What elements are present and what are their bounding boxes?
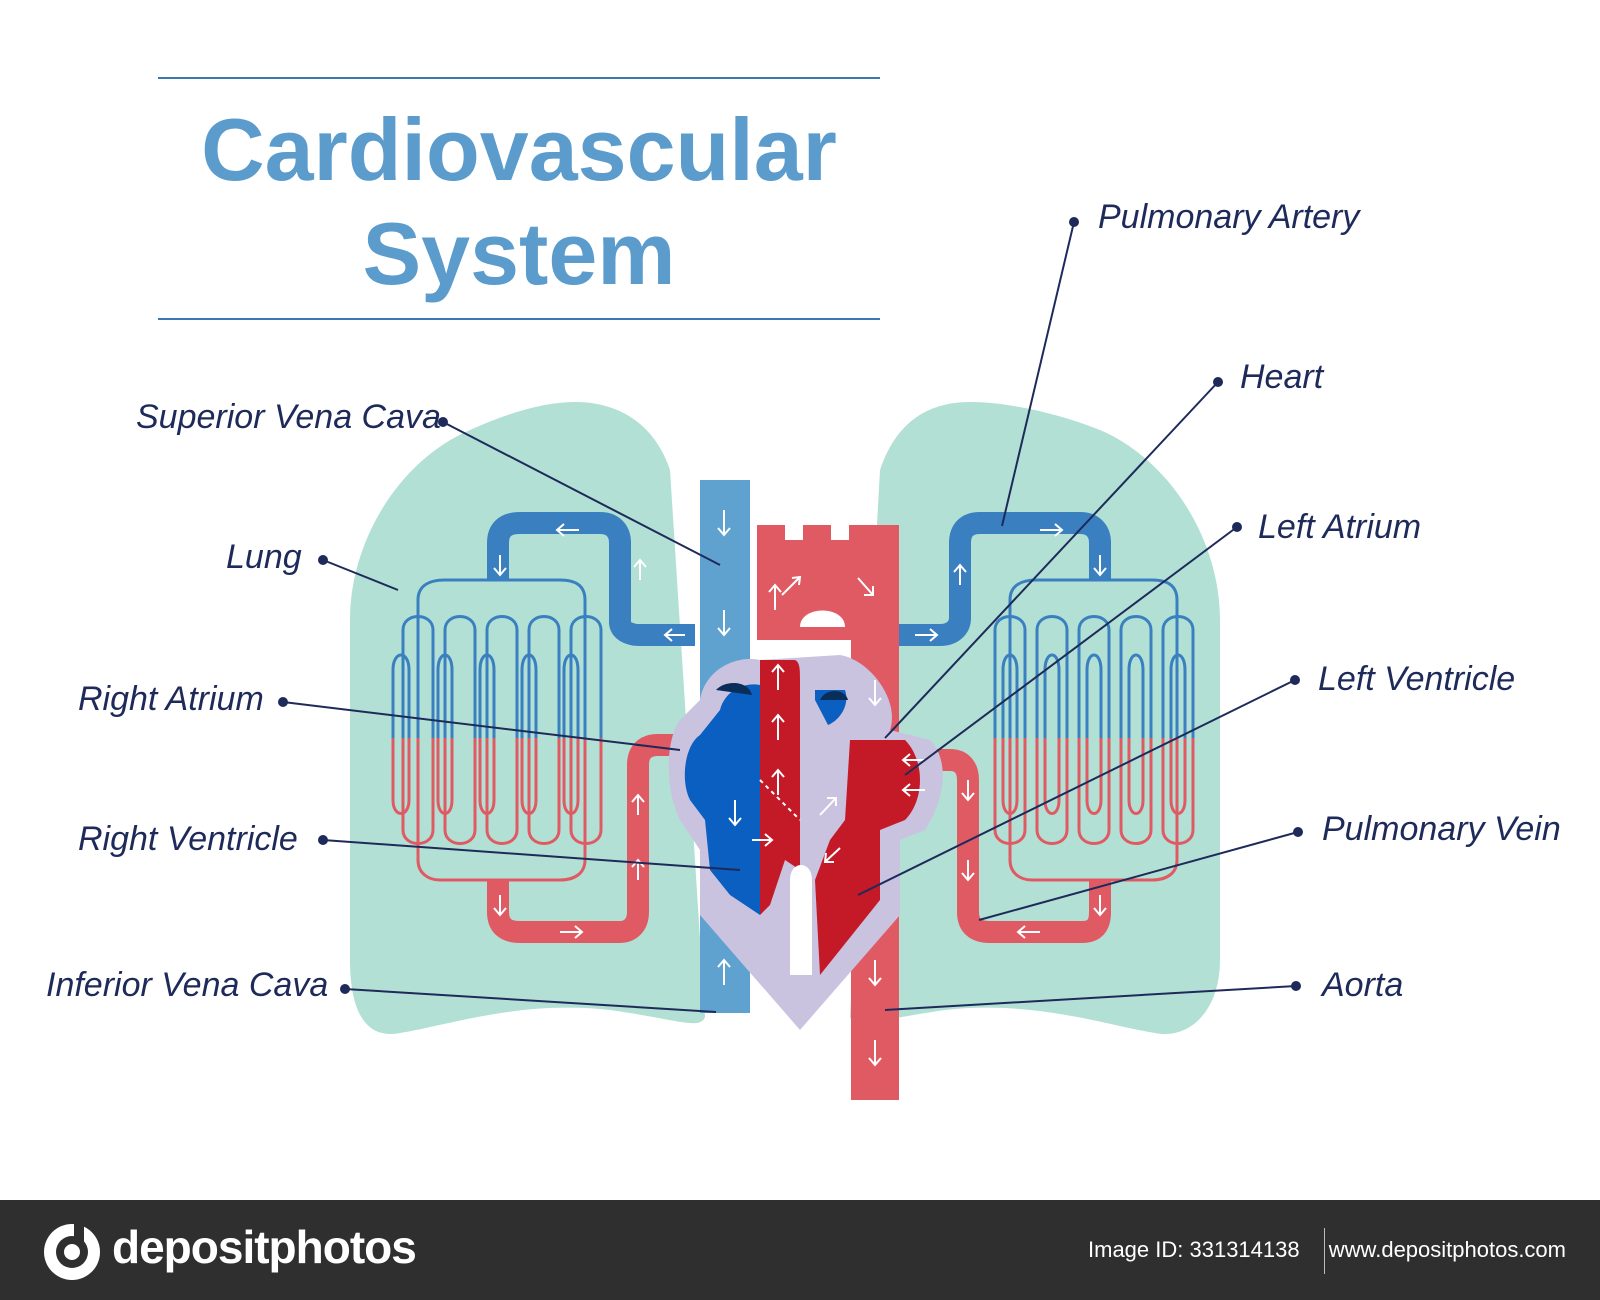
- flow-arrow-icon: [1093, 555, 1107, 577]
- label-lung: Lung: [226, 538, 302, 576]
- flow-arrow-icon: [493, 555, 507, 577]
- footer-divider: [1324, 1228, 1325, 1274]
- label-right-atrium: Right Atrium: [78, 680, 264, 718]
- flow-arrow-icon: [771, 663, 785, 690]
- title-line-1: Cardiovascular: [201, 100, 837, 199]
- flow-arrow-icon: [633, 558, 647, 580]
- heart-graphic: [668, 655, 943, 1030]
- flow-arrow-icon: [717, 510, 731, 537]
- footer-image-id: Image ID: 331314138: [1088, 1237, 1300, 1262]
- flow-arrow-icon: [901, 753, 925, 767]
- label-left-ventricle: Left Ventricle: [1318, 660, 1516, 698]
- label-superior-vena-cava: Superior Vena Cava: [136, 398, 441, 436]
- flow-arrow-icon: [771, 713, 785, 740]
- flow-arrow-icon: [1040, 523, 1064, 537]
- left-lung-capillaries: [391, 578, 603, 882]
- right-lung: [850, 402, 1220, 1035]
- flow-arrow-icon: [901, 783, 925, 797]
- title-line-2: System: [362, 204, 676, 303]
- flow-arrow-icon: [868, 960, 882, 987]
- pulmonary-artery-vessels: [487, 512, 1111, 646]
- flow-arrow-icon: [819, 797, 837, 816]
- flow-arrow-icon: [961, 860, 975, 882]
- flow-arrow-icon: [781, 575, 802, 596]
- label-pulmonary-vein: Pulmonary Vein: [1322, 810, 1561, 848]
- pulmonary-vein-vessels: [487, 734, 1111, 943]
- flow-arrow-icon: [771, 768, 785, 795]
- leader-lines: [278, 217, 1303, 1013]
- title-rule-top: [158, 77, 880, 79]
- flow-arrow-icon: [717, 610, 731, 637]
- flow-arrow-icon: [915, 628, 939, 642]
- label-left-atrium: Left Atrium: [1258, 508, 1422, 546]
- circulation-diagram: [278, 217, 1303, 1100]
- diagram-canvas: Cardiovascular System: [46, 77, 1561, 1100]
- label-heart: Heart: [1240, 358, 1324, 396]
- flow-arrow-icon: [961, 780, 975, 802]
- flow-arrow-icon: [728, 800, 742, 827]
- label-aorta: Aorta: [1322, 966, 1404, 1004]
- footer-brand: depositphotos: [112, 1221, 417, 1273]
- flow-arrow-icon: [868, 1040, 882, 1067]
- flow-arrow-icon: [1016, 925, 1040, 939]
- flow-arrow-icon: [555, 523, 579, 537]
- flow-arrow-icon: [953, 563, 967, 585]
- label-right-ventricle: Right Ventricle: [78, 820, 298, 858]
- flow-arrow-icon: [560, 925, 584, 939]
- flow-arrow-icon: [493, 895, 507, 917]
- flow-arrow-icon: [717, 958, 731, 985]
- flow-arrow-icon: [752, 833, 774, 847]
- flow-arrows: [493, 510, 1107, 1067]
- flow-arrow-icon: [868, 680, 882, 707]
- footer-bar: depositphotos Image ID: 331314138 www.de…: [0, 1200, 1600, 1300]
- flow-arrow-icon: [663, 628, 685, 642]
- label-inferior-vena-cava: Inferior Vena Cava: [46, 966, 329, 1004]
- flow-arrow-icon: [768, 583, 782, 610]
- flow-arrow-icon: [823, 847, 841, 863]
- label-pulmonary-artery: Pulmonary Artery: [1098, 198, 1360, 236]
- flow-arrow-icon: [1093, 895, 1107, 917]
- depositphotos-logo-icon: [44, 1224, 100, 1280]
- flow-arrow-icon: [631, 793, 645, 815]
- title-rule-bottom: [158, 318, 880, 320]
- flow-arrow-icon: [857, 577, 874, 596]
- footer-site-link[interactable]: www.depositphotos.com: [1328, 1237, 1566, 1262]
